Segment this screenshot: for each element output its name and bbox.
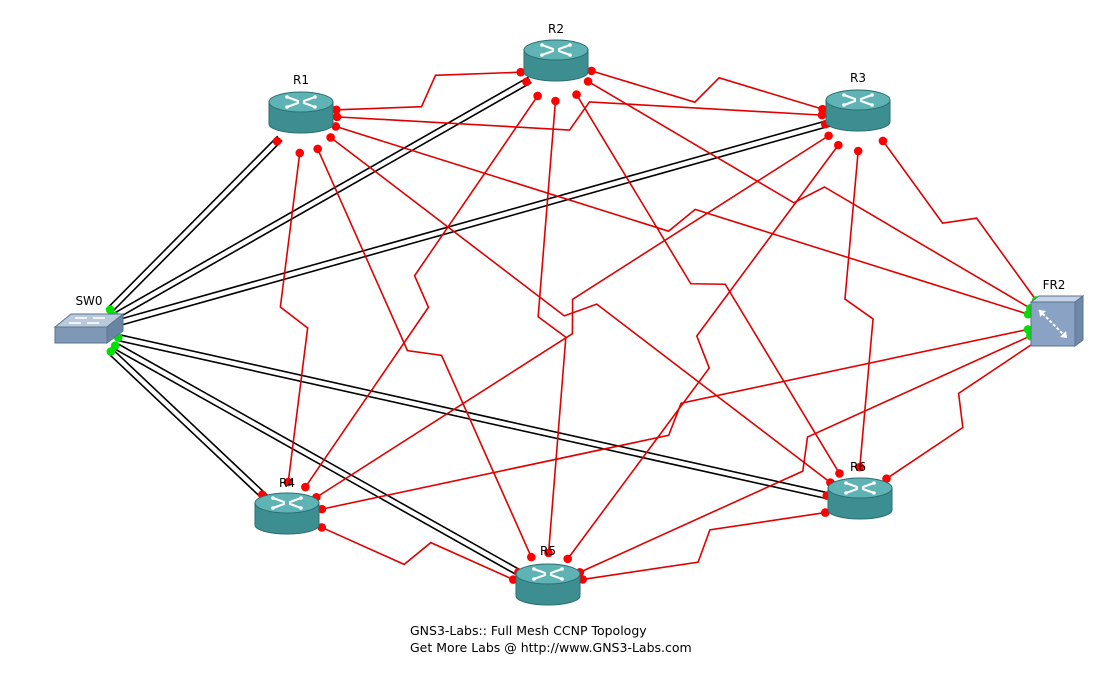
- link-endpoint-dot: [331, 122, 341, 131]
- link-endpoint-dot: [820, 508, 830, 517]
- node-r6[interactable]: R6: [827, 460, 893, 520]
- link-endpoint-dot: [818, 104, 827, 114]
- serial-link-r1-r4: [279, 152, 309, 483]
- link-endpoint-dot: [317, 523, 327, 532]
- serial-link-r3-r4: [315, 135, 830, 498]
- switch-icon: [53, 312, 125, 344]
- link-endpoint-dot: [331, 105, 341, 115]
- router-port-dot: [272, 136, 282, 146]
- serial-link-r2-r3: [591, 70, 823, 110]
- link-endpoint-dot: [544, 548, 553, 558]
- serial-link-r2-fr2: [587, 80, 1031, 309]
- node-r3[interactable]: R3: [825, 71, 891, 132]
- link-endpoint-dot: [853, 146, 863, 156]
- link-endpoint-dot: [332, 112, 342, 122]
- node-label-r3: R3: [850, 71, 866, 85]
- link-endpoint-dot: [563, 554, 573, 564]
- link-endpoint-dot: [508, 575, 518, 584]
- serial-link-r1-fr2: [335, 125, 1029, 315]
- ethernet-link-sw0-r6: [117, 333, 832, 501]
- link-endpoint-dot: [283, 477, 293, 487]
- link-endpoints-layer: [105, 66, 1041, 584]
- serial-link-r1-r2: [336, 71, 521, 111]
- link-endpoint-dot: [572, 90, 581, 99]
- node-r4[interactable]: R4: [254, 476, 320, 535]
- link-endpoint-dot: [878, 136, 888, 146]
- link-endpoint-dot: [578, 575, 588, 584]
- link-endpoint-dot: [587, 66, 596, 76]
- router-icon: [523, 39, 589, 82]
- link-endpoint-dot: [1023, 325, 1033, 334]
- switch-port-dot: [105, 305, 115, 314]
- router-icon: [268, 91, 334, 134]
- link-endpoint-dot: [551, 96, 560, 106]
- diagram-caption: GNS3-Labs:: Full Mesh CCNP Topology Get …: [410, 622, 692, 656]
- link-endpoint-dot: [824, 131, 833, 141]
- node-label-r4: R4: [279, 476, 295, 490]
- node-label-r2: R2: [548, 22, 564, 36]
- router-icon: [827, 477, 893, 520]
- ethernet-link-sw0-r5: [113, 342, 524, 578]
- link-endpoint-dot: [516, 67, 526, 77]
- serial-link-r2-r5: [537, 100, 567, 554]
- link-endpoint-dot: [882, 474, 891, 483]
- node-r1[interactable]: R1: [268, 73, 334, 134]
- link-endpoint-dot: [295, 148, 305, 158]
- serial-link-r3-r5: [567, 144, 839, 560]
- link-endpoint-dot: [317, 504, 327, 514]
- serial-link-r5-r6: [582, 511, 826, 581]
- ethernet-link-sw0-r1: [107, 135, 283, 313]
- node-label-fr2: FR2: [1043, 278, 1066, 292]
- caption-link: Get More Labs @ http://www.GNS3-Labs.com: [410, 640, 692, 655]
- frame-relay-switch-icon: [1029, 295, 1085, 347]
- node-label-r5: R5: [540, 544, 556, 558]
- link-endpoint-dot: [833, 140, 843, 150]
- node-sw0[interactable]: SW0: [53, 294, 125, 344]
- link-endpoint-dot: [527, 552, 536, 562]
- serial-link-r6-fr2: [886, 341, 1036, 480]
- ethernet-link-sw0-r4: [108, 348, 268, 501]
- serial-link-r5-fr2: [579, 335, 1031, 574]
- links-layer: [107, 70, 1037, 581]
- serial-link-r2-r4: [304, 95, 539, 488]
- node-label-r1: R1: [293, 73, 309, 87]
- router-icon: [825, 89, 891, 132]
- node-fr2[interactable]: FR2: [1029, 278, 1085, 347]
- link-endpoint-dot: [326, 133, 335, 142]
- serial-link-r4-fr2: [321, 328, 1029, 510]
- node-r2[interactable]: R2: [523, 22, 589, 82]
- link-endpoint-dot: [855, 462, 865, 472]
- link-endpoint-dot: [313, 144, 322, 154]
- serial-link-r1-r5: [316, 148, 533, 558]
- caption-title: GNS3-Labs:: Full Mesh CCNP Topology: [410, 623, 647, 638]
- ethernet-link-sw0-r3: [116, 119, 831, 327]
- router-port-dot: [522, 77, 531, 87]
- link-endpoint-dot: [301, 482, 310, 492]
- link-endpoint-dot: [533, 91, 542, 101]
- serial-link-r3-r6: [844, 150, 874, 468]
- switch-port-dot: [106, 347, 116, 356]
- router-icon: [254, 492, 320, 535]
- serial-link-r1-r3: [336, 101, 823, 131]
- node-label-sw0: SW0: [75, 294, 102, 308]
- node-r5[interactable]: R5: [515, 544, 581, 606]
- serial-link-r3-fr2: [882, 140, 1037, 301]
- link-endpoint-dot: [835, 469, 844, 478]
- serial-link-r4-r5: [321, 526, 514, 581]
- serial-link-r2-r6: [575, 94, 841, 474]
- ethernet-link-sw0-r2: [113, 76, 532, 320]
- node-label-r6: R6: [850, 460, 866, 474]
- router-icon: [515, 563, 581, 606]
- switch-port-dot: [110, 341, 120, 350]
- link-endpoint-dot: [583, 77, 593, 86]
